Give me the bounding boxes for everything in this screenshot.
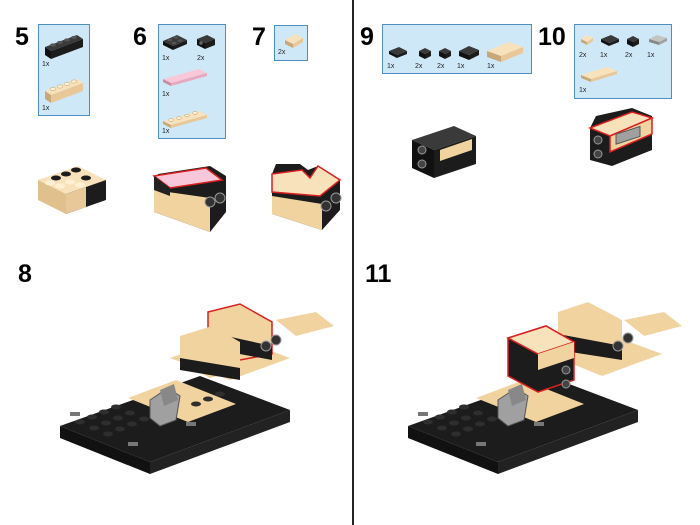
part-qty: 1x xyxy=(487,63,495,70)
part-qty: 2x xyxy=(197,55,205,62)
part-qty: 1x xyxy=(647,52,655,59)
part-qty: 2x xyxy=(579,52,587,59)
stud-pattern xyxy=(75,391,225,437)
result-step-10 xyxy=(587,108,655,166)
gray-seat xyxy=(497,384,529,427)
part-qty: 1x xyxy=(579,87,587,94)
result-step-9 xyxy=(412,126,476,178)
step-number-11: 11 xyxy=(365,260,392,288)
mid-bench xyxy=(180,326,240,380)
part-qty: 2x xyxy=(415,63,423,70)
part-qty: 2x xyxy=(437,63,445,70)
plate-1x4-tan-part xyxy=(163,111,207,128)
plate-2x2-black-part xyxy=(389,47,407,58)
part-qty: 1x xyxy=(162,91,170,98)
parts-illustration xyxy=(163,35,215,128)
step-results-right xyxy=(412,108,655,178)
slope-tan-part xyxy=(285,34,303,48)
step-number-5: 5 xyxy=(15,23,29,51)
assembly-step-8 xyxy=(60,303,334,474)
rear-tan-plates xyxy=(276,312,334,336)
parts-callout-step-6: 1x 2x 1x 1x xyxy=(158,24,226,139)
part-qty: 1x xyxy=(457,63,465,70)
brick-1x1-studside-black-part xyxy=(419,48,431,59)
part-qty: 1x xyxy=(600,52,608,59)
step-number-9: 9 xyxy=(360,23,374,51)
part-qty: 2x xyxy=(278,49,286,56)
gray-seat xyxy=(149,384,181,427)
step-number-7: 7 xyxy=(252,23,266,51)
result-step-6 xyxy=(152,166,226,232)
part-qty: 1x xyxy=(42,61,50,68)
assembly-step-11 xyxy=(408,302,682,474)
brick-1x2-black-part xyxy=(459,46,479,60)
parts-illustration xyxy=(285,34,303,48)
plate-2x2-black-part xyxy=(601,35,619,46)
brick-1x4-tan-part xyxy=(487,42,523,62)
brick-1x1-studside-black-part xyxy=(197,35,215,49)
step-number-10: 10 xyxy=(538,23,566,51)
axle-pins xyxy=(418,412,544,446)
brick-1x1-studside-black-part xyxy=(627,36,639,47)
plate-2x2-black-part xyxy=(163,35,187,50)
part-qty: 1x xyxy=(387,63,395,70)
grille-1x2-gray-part xyxy=(649,35,667,45)
rear-tan-plates xyxy=(624,312,682,336)
part-qty: 1x xyxy=(42,105,50,112)
step-results-left xyxy=(38,164,342,232)
tile-1x4-pink-part xyxy=(163,69,207,86)
brick-2x4-tan-part xyxy=(45,79,83,103)
stud-pattern xyxy=(423,404,497,437)
part-qty: 2x xyxy=(625,52,633,59)
parts-illustration xyxy=(581,35,667,82)
parts-callout-step-7: 2x xyxy=(274,25,308,61)
parts-callout-step-5: 1x 1x xyxy=(38,24,90,116)
result-step-7 xyxy=(271,164,342,230)
step-number-8: 8 xyxy=(18,260,32,288)
plate-1x4-tan-part xyxy=(581,67,617,82)
brick-1x1-studside-black-part xyxy=(439,48,451,59)
slope-tan-part xyxy=(581,35,593,45)
parts-callout-step-10: 2x 1x 2x 1x 1x xyxy=(574,24,672,99)
step-number-6: 6 xyxy=(133,23,147,51)
new-front-bench xyxy=(506,325,576,393)
parts-illustration xyxy=(389,42,523,62)
parts-illustration xyxy=(45,35,83,103)
page-divider xyxy=(352,0,354,525)
result-step-5 xyxy=(38,166,106,214)
brick-2x4-black-part xyxy=(45,35,83,59)
part-qty: 1x xyxy=(162,55,170,62)
axle-pins xyxy=(70,412,196,446)
parts-callout-step-9: 1x 2x 2x 1x 1x xyxy=(382,24,532,74)
part-qty: 1x xyxy=(162,128,170,135)
